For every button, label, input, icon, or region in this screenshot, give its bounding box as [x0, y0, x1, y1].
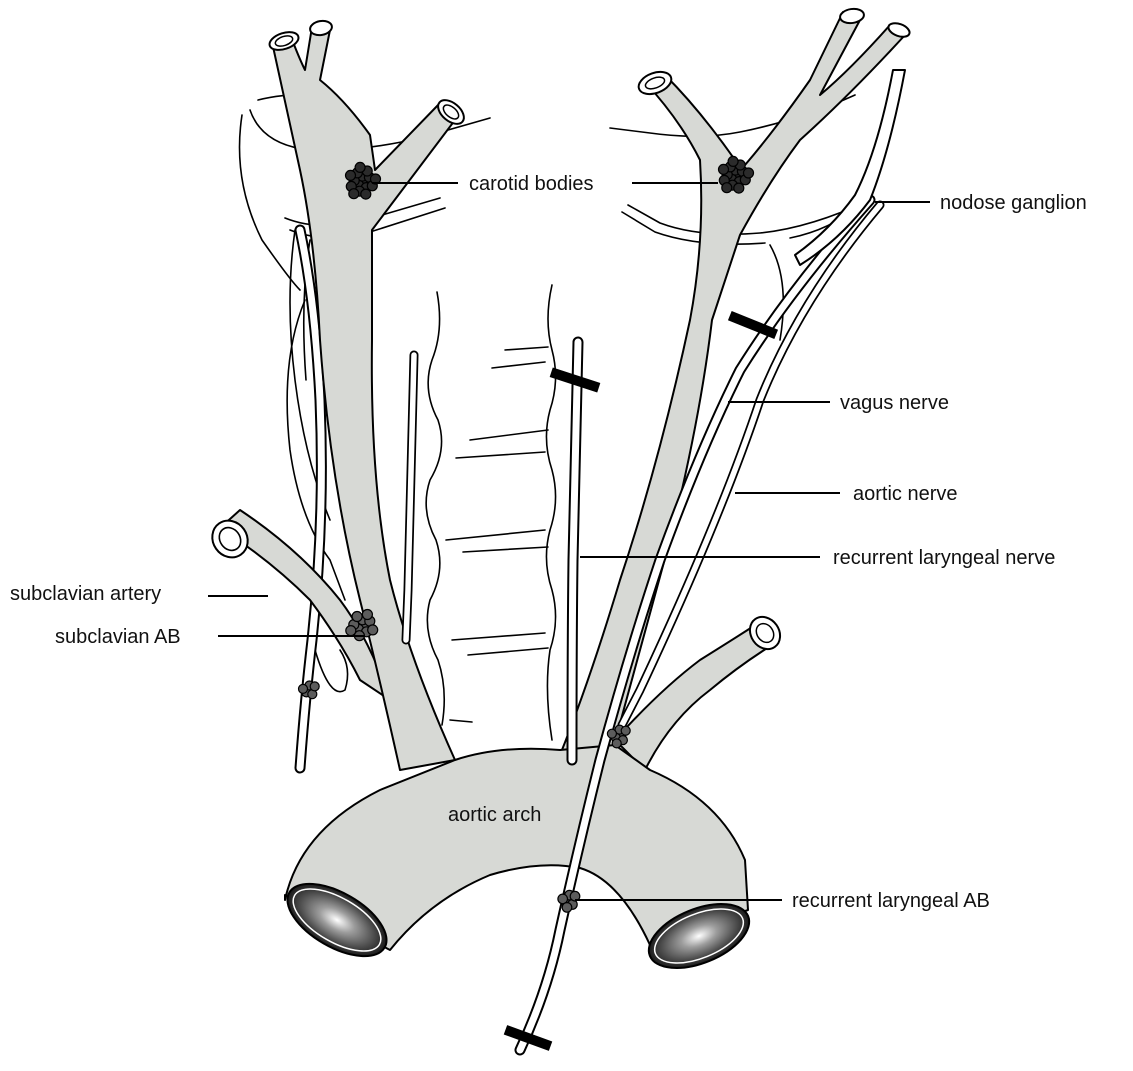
label-subclavian-ab: subclavian AB [55, 626, 181, 648]
right-eca-lumen [839, 7, 865, 24]
cell-bead [562, 903, 572, 913]
cell-bead [346, 626, 356, 636]
cell-bead [607, 729, 616, 738]
cell-bead [722, 183, 732, 193]
cell-bead [349, 189, 359, 199]
label-aortic-arch: aortic arch [448, 804, 541, 826]
cell-bead [352, 612, 362, 622]
cell-bead [368, 625, 378, 635]
cell-bead [744, 168, 754, 178]
label-subclavian-artery: subclavian artery [10, 583, 161, 605]
recurrent-laryngeal-nerve [572, 342, 578, 760]
left-recurrent-laryngeal-nerve [406, 355, 414, 640]
cell-bead [355, 162, 365, 172]
cell-bead [310, 682, 319, 691]
label-vagus-nerve: vagus nerve [840, 392, 949, 414]
cell-bead [361, 189, 371, 199]
cell-bead [621, 726, 630, 735]
cell-bead [734, 183, 744, 193]
cell-bead [346, 170, 356, 180]
trachea-outline [426, 285, 555, 740]
cell-bead [719, 164, 729, 174]
label-nodose-ganglion: nodose ganglion [940, 192, 1087, 214]
cell-bead [362, 610, 372, 620]
label-aortic-nerve: aortic nerve [853, 483, 958, 505]
cell-bead [728, 156, 738, 166]
cell-bead [299, 684, 308, 693]
label-recurrent-laryngeal-ab: recurrent laryngeal AB [792, 890, 990, 912]
label-recurrent-laryngeal-nerve: recurrent laryngeal nerve [833, 547, 1055, 569]
cell-bead [612, 739, 621, 748]
arterial-tree [205, 7, 911, 980]
label-carotid-bodies: carotid bodies [469, 173, 594, 195]
